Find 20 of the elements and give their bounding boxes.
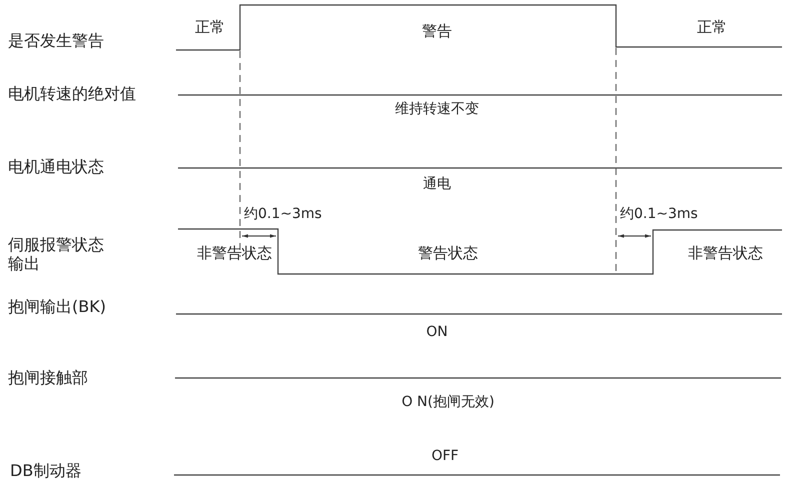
state-label: O N(抱闸无效) xyxy=(402,394,494,411)
state-label: 警告状态 xyxy=(418,244,478,262)
signal-name: 是否发生警告 xyxy=(8,31,104,50)
state-label: ON xyxy=(426,324,448,341)
state-label: 正常 xyxy=(697,18,727,36)
state-label: 维持转速不变 xyxy=(395,101,479,118)
signal-name: 电机通电状态 xyxy=(8,157,104,176)
state-label: 非警告状态 xyxy=(688,244,763,262)
signal-name: 伺服报警状态输出 xyxy=(8,235,105,274)
signal-name: 抱闸输出(BK) xyxy=(8,297,106,316)
signal-name: 抱闸接触部 xyxy=(8,368,88,388)
state-label: 通电 xyxy=(423,176,451,193)
state-label: OFF xyxy=(431,448,459,465)
time-label: 约0.1~3ms xyxy=(244,206,322,223)
state-label: 正常 xyxy=(195,18,225,36)
signal-name: DB制动器 xyxy=(10,461,82,480)
state-label: 非警告状态 xyxy=(197,244,272,262)
state-label: 警告 xyxy=(422,22,452,40)
time-label: 约0.1~3ms xyxy=(620,206,698,223)
signal-name: 电机转速的绝对值 xyxy=(8,84,136,104)
